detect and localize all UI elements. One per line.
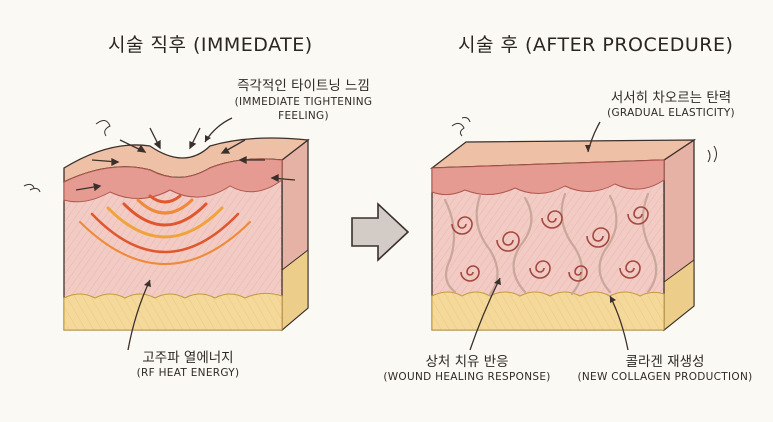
label-collagen-ko: 콜라겐 재생성 (625, 354, 705, 370)
tightening-arrows (75, 127, 296, 192)
collagen-coils (451, 206, 649, 282)
label-tightening-ko: 즉각적인 타이트닝 느낌 (237, 78, 370, 94)
label-elasticity-ko: 서서히 차오르는 탄력 (610, 90, 732, 106)
label-new-collagen: 콜라겐 재생성 (NEW COLLAGEN PRODUCTION) (570, 354, 760, 384)
label-wound-ko: 상처 치유 반응 (425, 354, 509, 370)
transition-arrow (351, 202, 410, 262)
title-after-procedure: 시술 후 (AFTER PROCEDURE) (458, 34, 734, 56)
label-gradual-elasticity: 서서히 차오르는 탄력 (GRADUAL ELASTICITY) (586, 90, 756, 120)
right-skin-block (429, 117, 717, 351)
label-tightening-en-2: FEELING) (278, 110, 329, 123)
label-wound-en: (WOUND HEALING RESPONSE) (383, 370, 551, 383)
label-rf-ko: 고주파 열에너지 (142, 350, 234, 366)
label-rf-en: (RF HEAT ENERGY) (136, 366, 240, 379)
label-tightening-en-1: (IMMEDIATE TIGHTENING (234, 95, 373, 108)
label-collagen-en: (NEW COLLAGEN PRODUCTION) (577, 370, 753, 383)
rf-heat-waves (79, 194, 251, 265)
title-immediate: 시술 직후 (IMMEDATE) (108, 34, 313, 56)
label-wound-healing: 상처 치유 반응 (WOUND HEALING RESPONSE) (372, 354, 562, 384)
left-skin-block (23, 117, 310, 351)
label-elasticity-en: (GRADUAL ELASTICITY) (607, 106, 735, 119)
label-rf-heat-energy: 고주파 열에너지 (RF HEAT ENERGY) (98, 350, 278, 380)
label-immediate-tightening: 즉각적인 타이트닝 느낌 (IMMEDIATE TIGHTENING FEELI… (216, 78, 391, 123)
